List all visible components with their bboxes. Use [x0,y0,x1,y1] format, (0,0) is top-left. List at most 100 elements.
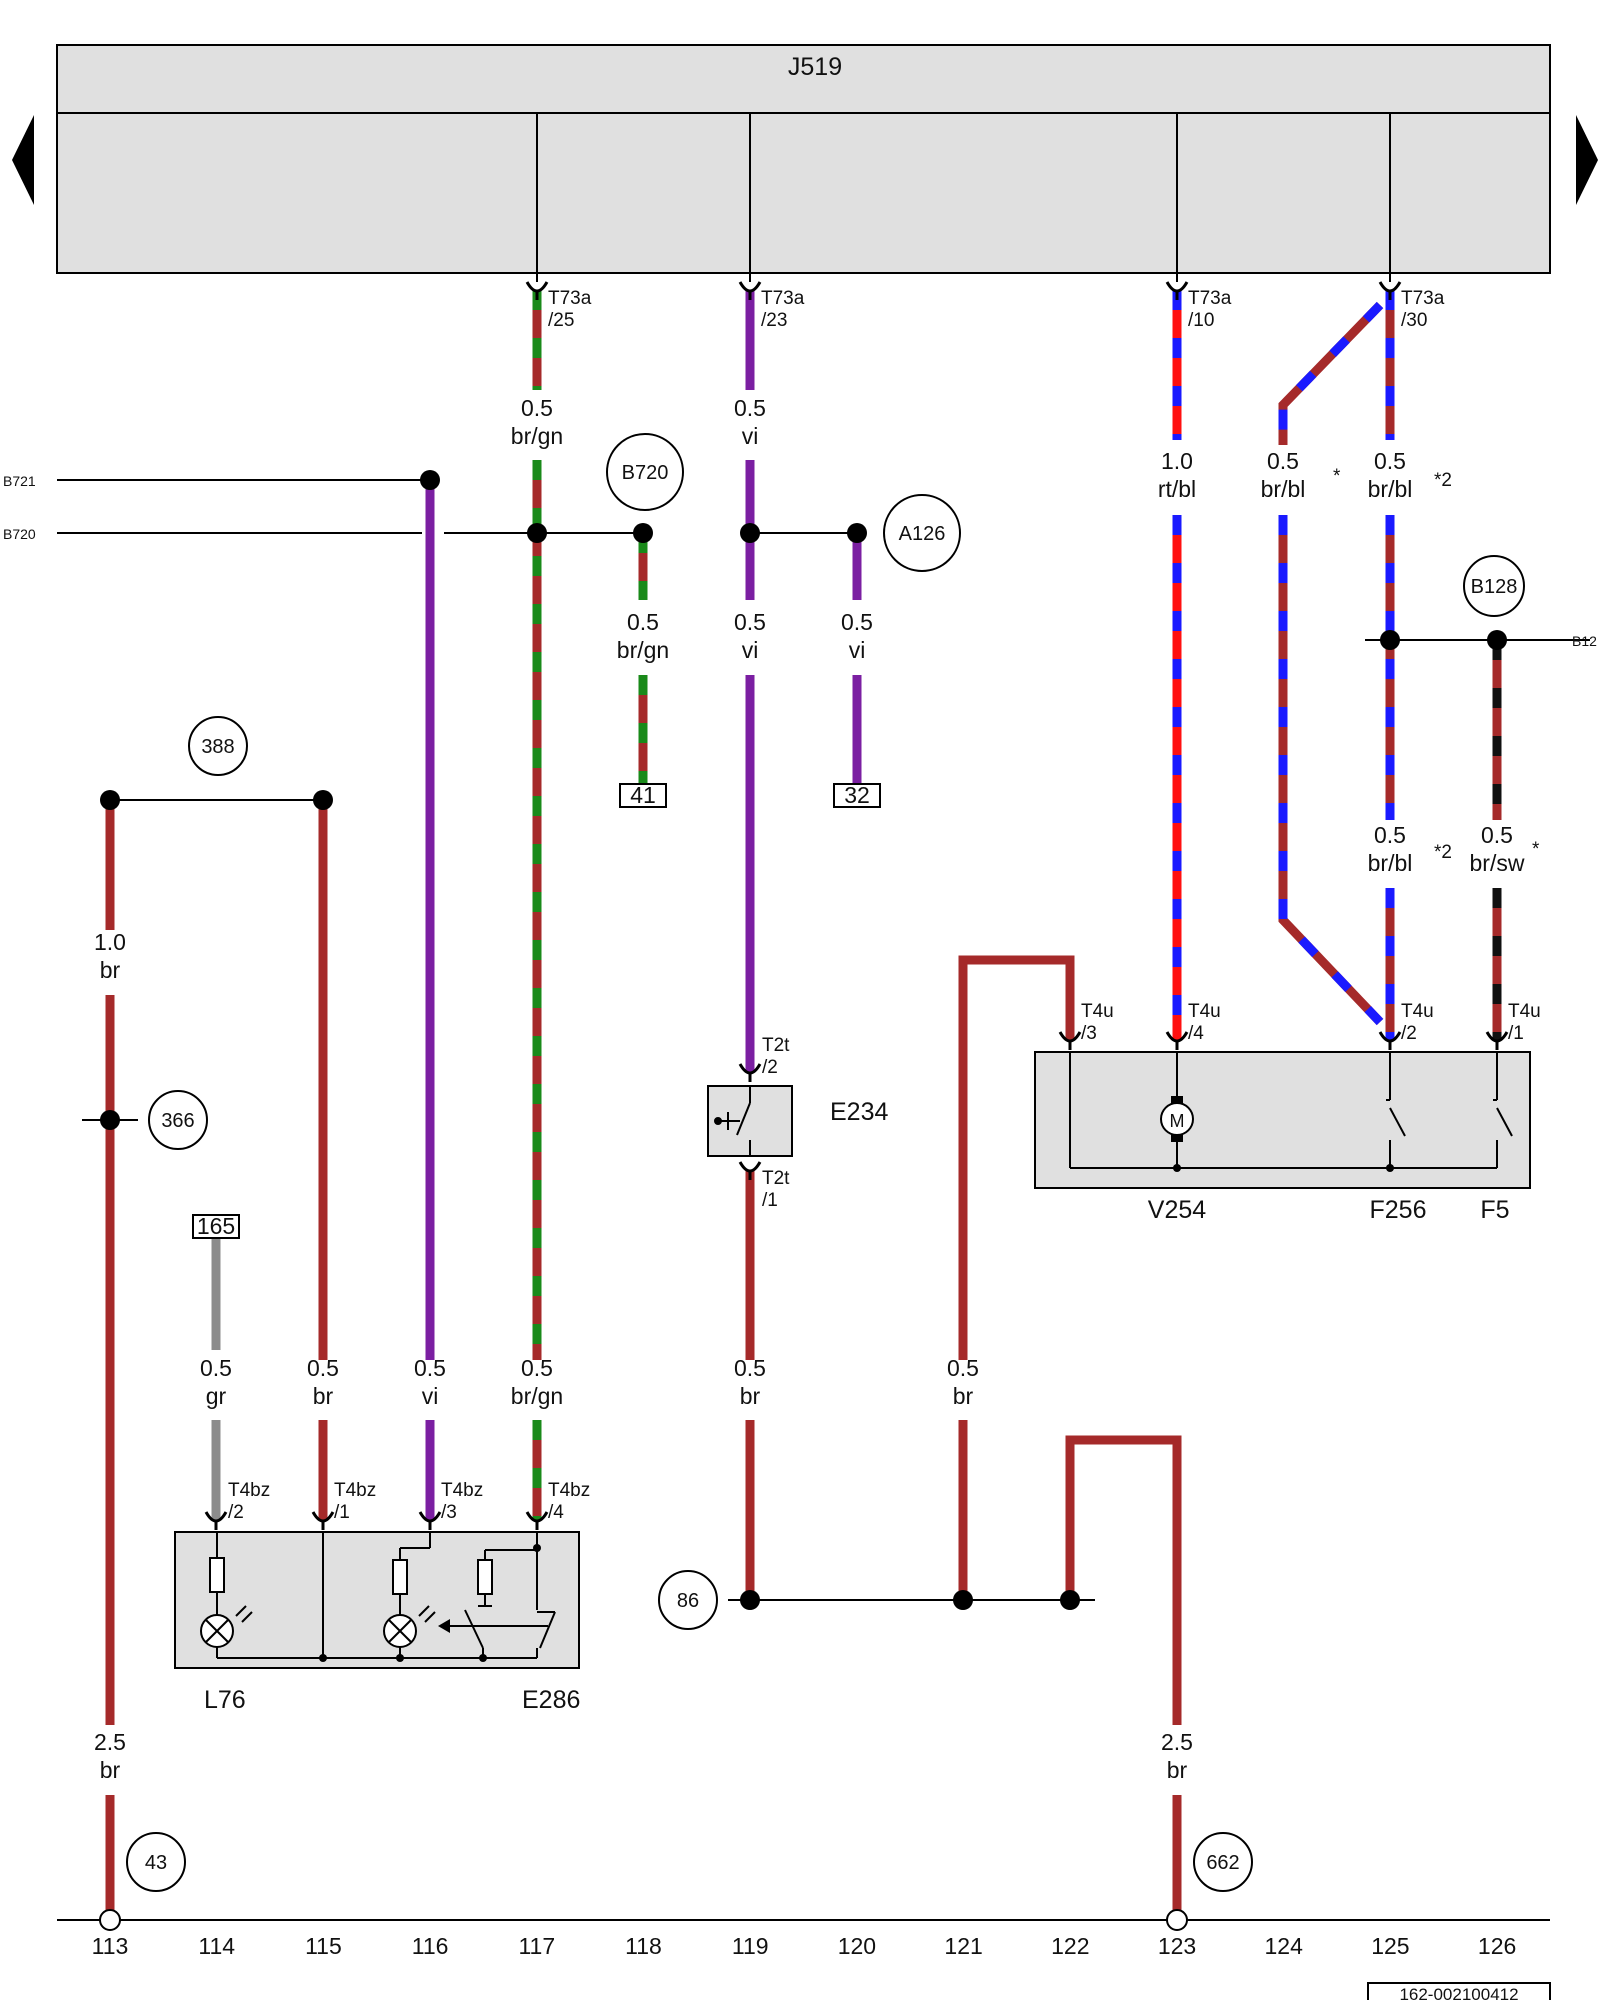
connector-t73a-23: T73a/23 [761,288,805,331]
j519-internal-lines [536,113,1391,282]
column-number-114: 114 [198,1933,235,1959]
motor-icon: M [1160,1096,1194,1142]
column-number-122: 122 [1051,1933,1089,1959]
junction-dots [100,470,1507,1610]
column-number-123: 123 [1158,1933,1196,1959]
connector-hook-0 [525,281,549,293]
connector-t73a-10: T73a/10 [1188,288,1232,331]
l76-e286-internals [209,1532,556,1659]
column-number-117: 117 [518,1933,555,1959]
connector-t4bz-2: T4bz/2 [228,1480,270,1523]
circle-a126: A126 [899,523,946,545]
v254-assembly-box [1034,1051,1531,1189]
connector-t4u-1: T4u/1 [1508,1001,1541,1044]
next-page-arrow[interactable] [1576,115,1598,205]
connector-hook-3 [1378,281,1402,293]
previous-page-arrow[interactable] [12,115,34,205]
column-number-115: 115 [305,1933,342,1959]
circle-b720: B720 [622,462,669,484]
note-star-a: * [1333,466,1341,487]
j519-body [56,112,1551,274]
e234-switch-symbol [714,1086,751,1156]
j519-label: J519 [788,53,842,81]
connector-t4bz-3: T4bz/3 [441,1480,483,1523]
l76-label: L76 [204,1686,246,1714]
connector-t2t-1: T2t/1 [762,1168,790,1211]
connector-t73a-25: T73a/25 [548,288,592,331]
wire-122-123-top [1065,1435,1182,1725]
switch-arrow-icon [438,1619,450,1633]
ref-32[interactable]: 32 [844,782,870,808]
ref-41-box[interactable] [619,783,667,808]
connector-hook-1 [738,281,762,293]
ref-32-box[interactable] [833,783,881,808]
column-number-118: 118 [625,1933,662,1959]
column-number-125: 125 [1371,1933,1409,1959]
column-number-126: 126 [1478,1933,1516,1959]
v254-assembly-internals [1069,1052,1513,1169]
column-number-113: 113 [92,1933,129,1959]
assembly-junctions [1173,1164,1394,1172]
f5-label: F5 [1480,1196,1509,1224]
column-number-116: 116 [412,1933,449,1959]
circle-366: 366 [161,1110,194,1132]
wire-121-top [958,955,1075,1360]
circle-86: 86 [677,1590,699,1612]
connector-hook-2 [1165,281,1189,293]
side-label-b12: B12 [1572,633,1597,649]
wire-124-lower [1278,515,1384,1026]
ref-165[interactable]: 165 [197,1213,235,1239]
column-number-121: 121 [944,1933,982,1959]
circle-markers [126,433,1525,1892]
circle-43: 43 [145,1852,167,1874]
circle-388: 388 [201,736,234,758]
connector-t4u-3: T4u/3 [1081,1001,1114,1044]
v254-label: V254 [1148,1196,1206,1224]
l76-e286-assembly-box [174,1531,580,1669]
light-rays-icon [235,1605,436,1623]
doc-id: 162-002100412 [1399,1985,1518,2000]
column-numbers: 113 114 115 116 117 118 119 120 121 122 123 124 125 1… [92,1933,1517,1959]
f256-label: F256 [1370,1196,1427,1224]
connector-t2t-2: T2t/2 [762,1035,790,1078]
ref-165-box[interactable] [192,1214,240,1239]
connector-t4bz-4: T4bz/4 [548,1480,590,1523]
wire-124-lower-stripe [1278,515,1384,1026]
note-star2-b: *2 [1434,842,1452,863]
side-label-b721: B721 [3,473,36,489]
column-number-124: 124 [1265,1933,1304,1959]
circle-b128: B128 [1471,576,1518,598]
ref-41[interactable]: 41 [630,782,656,808]
connector-t4u-2: T4u/2 [1401,1001,1434,1044]
lamp-icon [200,1614,417,1648]
connector-t4u-4: T4u/4 [1188,1001,1221,1044]
ground-terminals [99,1909,1188,1931]
wire-124-upper [1278,301,1384,445]
circle-662: 662 [1206,1852,1239,1874]
column-number-119: 119 [732,1933,769,1959]
connector-t4bz-1: T4bz/1 [334,1480,376,1523]
side-label-b720: B720 [3,526,36,542]
j519-header [56,44,1551,114]
e234-label: E234 [830,1098,888,1126]
column-number-120: 120 [838,1933,876,1959]
connector-t73a-30: T73a/30 [1401,288,1445,331]
